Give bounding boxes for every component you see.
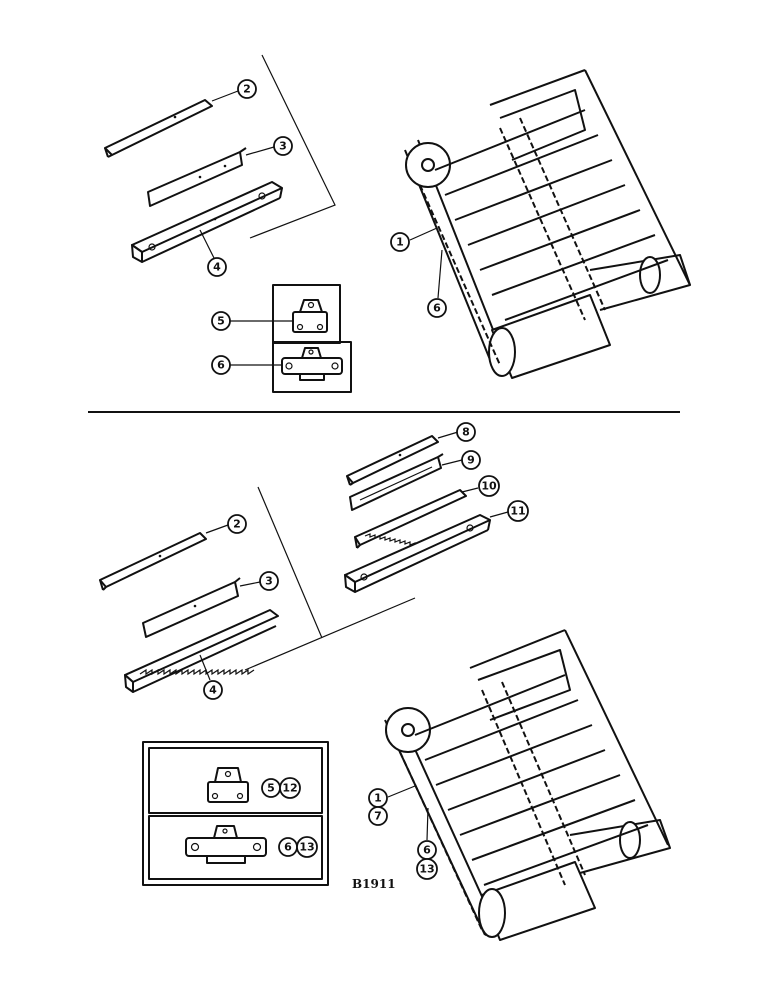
svg-text:1: 1 bbox=[374, 792, 382, 805]
svg-text:5: 5 bbox=[217, 315, 225, 328]
callout-top-2: 2 bbox=[237, 79, 257, 99]
svg-text:12: 12 bbox=[282, 782, 297, 795]
svg-text:2: 2 bbox=[233, 518, 241, 531]
svg-text:6: 6 bbox=[423, 844, 431, 857]
callout-bottom-11: 11 bbox=[507, 500, 529, 522]
bottom-conveyor-assembly bbox=[384, 629, 671, 941]
top-part-4-channel-bar bbox=[131, 181, 283, 263]
callout-bottom-1: 1 bbox=[368, 788, 388, 808]
leader-bottom-1 bbox=[387, 785, 416, 798]
svg-text:4: 4 bbox=[213, 261, 221, 274]
bottom-section: 8 9 10 bbox=[99, 422, 671, 941]
callout-bottom-6b: 6 bbox=[417, 840, 437, 860]
callout-bottom-8: 8 bbox=[456, 422, 476, 442]
callout-top-6b: 6 bbox=[427, 298, 447, 318]
svg-text:3: 3 bbox=[265, 575, 273, 588]
svg-text:6: 6 bbox=[217, 359, 225, 372]
svg-text:5: 5 bbox=[267, 782, 275, 795]
svg-text:11: 11 bbox=[510, 505, 525, 518]
top-part-6-link-bracket bbox=[281, 347, 343, 381]
bottom-part-6-link-bracket bbox=[185, 825, 267, 864]
callout-bottom-10: 10 bbox=[478, 475, 500, 497]
callout-top-4: 4 bbox=[207, 257, 227, 277]
callout-top-1: 1 bbox=[390, 232, 410, 252]
leader-bottom-8 bbox=[437, 431, 459, 439]
leader-bottom-3 bbox=[239, 581, 261, 587]
leader-bottom-9 bbox=[441, 459, 463, 466]
bottom-inset-frame bbox=[142, 741, 329, 886]
callout-top-5: 5 bbox=[211, 311, 231, 331]
bottom-part-5-bracket bbox=[207, 767, 249, 803]
svg-text:3: 3 bbox=[279, 140, 287, 153]
svg-text:13: 13 bbox=[419, 863, 434, 876]
top-part-3-angle-bar bbox=[147, 147, 247, 207]
callout-bottom-4: 4 bbox=[203, 680, 223, 700]
svg-text:2: 2 bbox=[243, 83, 251, 96]
leader-bottom-2 bbox=[205, 524, 229, 534]
bottom-part-11-channel-bar bbox=[344, 514, 491, 593]
leader-top-1 bbox=[409, 227, 438, 241]
svg-text:6: 6 bbox=[284, 841, 292, 854]
callout-bottom-3: 3 bbox=[259, 571, 279, 591]
leader-top-6b bbox=[437, 249, 443, 299]
bottom-inset-box-6-13 bbox=[148, 815, 323, 880]
callout-bottom-9: 9 bbox=[461, 450, 481, 470]
callout-bottom-7: 7 bbox=[368, 806, 388, 826]
top-conveyor-assembly bbox=[404, 69, 691, 379]
top-divider-line bbox=[249, 54, 336, 239]
bottom-part-10-toothed-bar bbox=[354, 489, 467, 549]
leader-bottom-4 bbox=[199, 654, 211, 681]
callout-bottom-13b: 13 bbox=[416, 858, 438, 880]
callout-bottom-6: 6 bbox=[278, 837, 298, 857]
bottom-part-8-angle-bar bbox=[346, 435, 439, 486]
leader-top-3 bbox=[245, 146, 275, 156]
bottom-part-3-angle-bar bbox=[142, 577, 241, 638]
bottom-divider-line-b bbox=[244, 597, 416, 671]
top-inset-box-6 bbox=[272, 341, 352, 393]
top-part-2-angle-bar bbox=[104, 99, 213, 158]
svg-text:8: 8 bbox=[462, 426, 470, 439]
callout-bottom-5: 5 bbox=[261, 778, 281, 798]
svg-text:7: 7 bbox=[374, 810, 382, 823]
callout-bottom-13: 13 bbox=[296, 836, 318, 858]
figure-code: B1911 bbox=[352, 877, 396, 891]
svg-text:13: 13 bbox=[299, 841, 314, 854]
callout-top-6: 6 bbox=[211, 355, 231, 375]
callout-bottom-2: 2 bbox=[227, 514, 247, 534]
bottom-divider-line-a bbox=[257, 486, 323, 639]
top-part-5-bracket bbox=[292, 299, 328, 333]
bottom-part-9-angle-bar bbox=[349, 453, 444, 511]
svg-text:6: 6 bbox=[433, 302, 441, 315]
leader-bottom-11 bbox=[489, 511, 509, 518]
svg-text:4: 4 bbox=[209, 684, 217, 697]
leader-top-4 bbox=[199, 229, 215, 259]
leader-bottom-10 bbox=[461, 487, 479, 493]
bottom-inset-box-5-12 bbox=[148, 747, 323, 814]
callout-bottom-12: 12 bbox=[279, 777, 301, 799]
top-section: 2 3 4 bbox=[104, 54, 691, 393]
svg-text:1: 1 bbox=[396, 236, 404, 249]
svg-text:9: 9 bbox=[467, 454, 475, 467]
bottom-part-2-angle-bar bbox=[99, 532, 207, 591]
leader-top-2 bbox=[211, 90, 239, 102]
leader-bottom-6b bbox=[426, 807, 429, 841]
svg-text:10: 10 bbox=[481, 480, 497, 493]
bottom-part-4-toothed-channel bbox=[124, 609, 279, 693]
callout-top-3: 3 bbox=[273, 136, 293, 156]
